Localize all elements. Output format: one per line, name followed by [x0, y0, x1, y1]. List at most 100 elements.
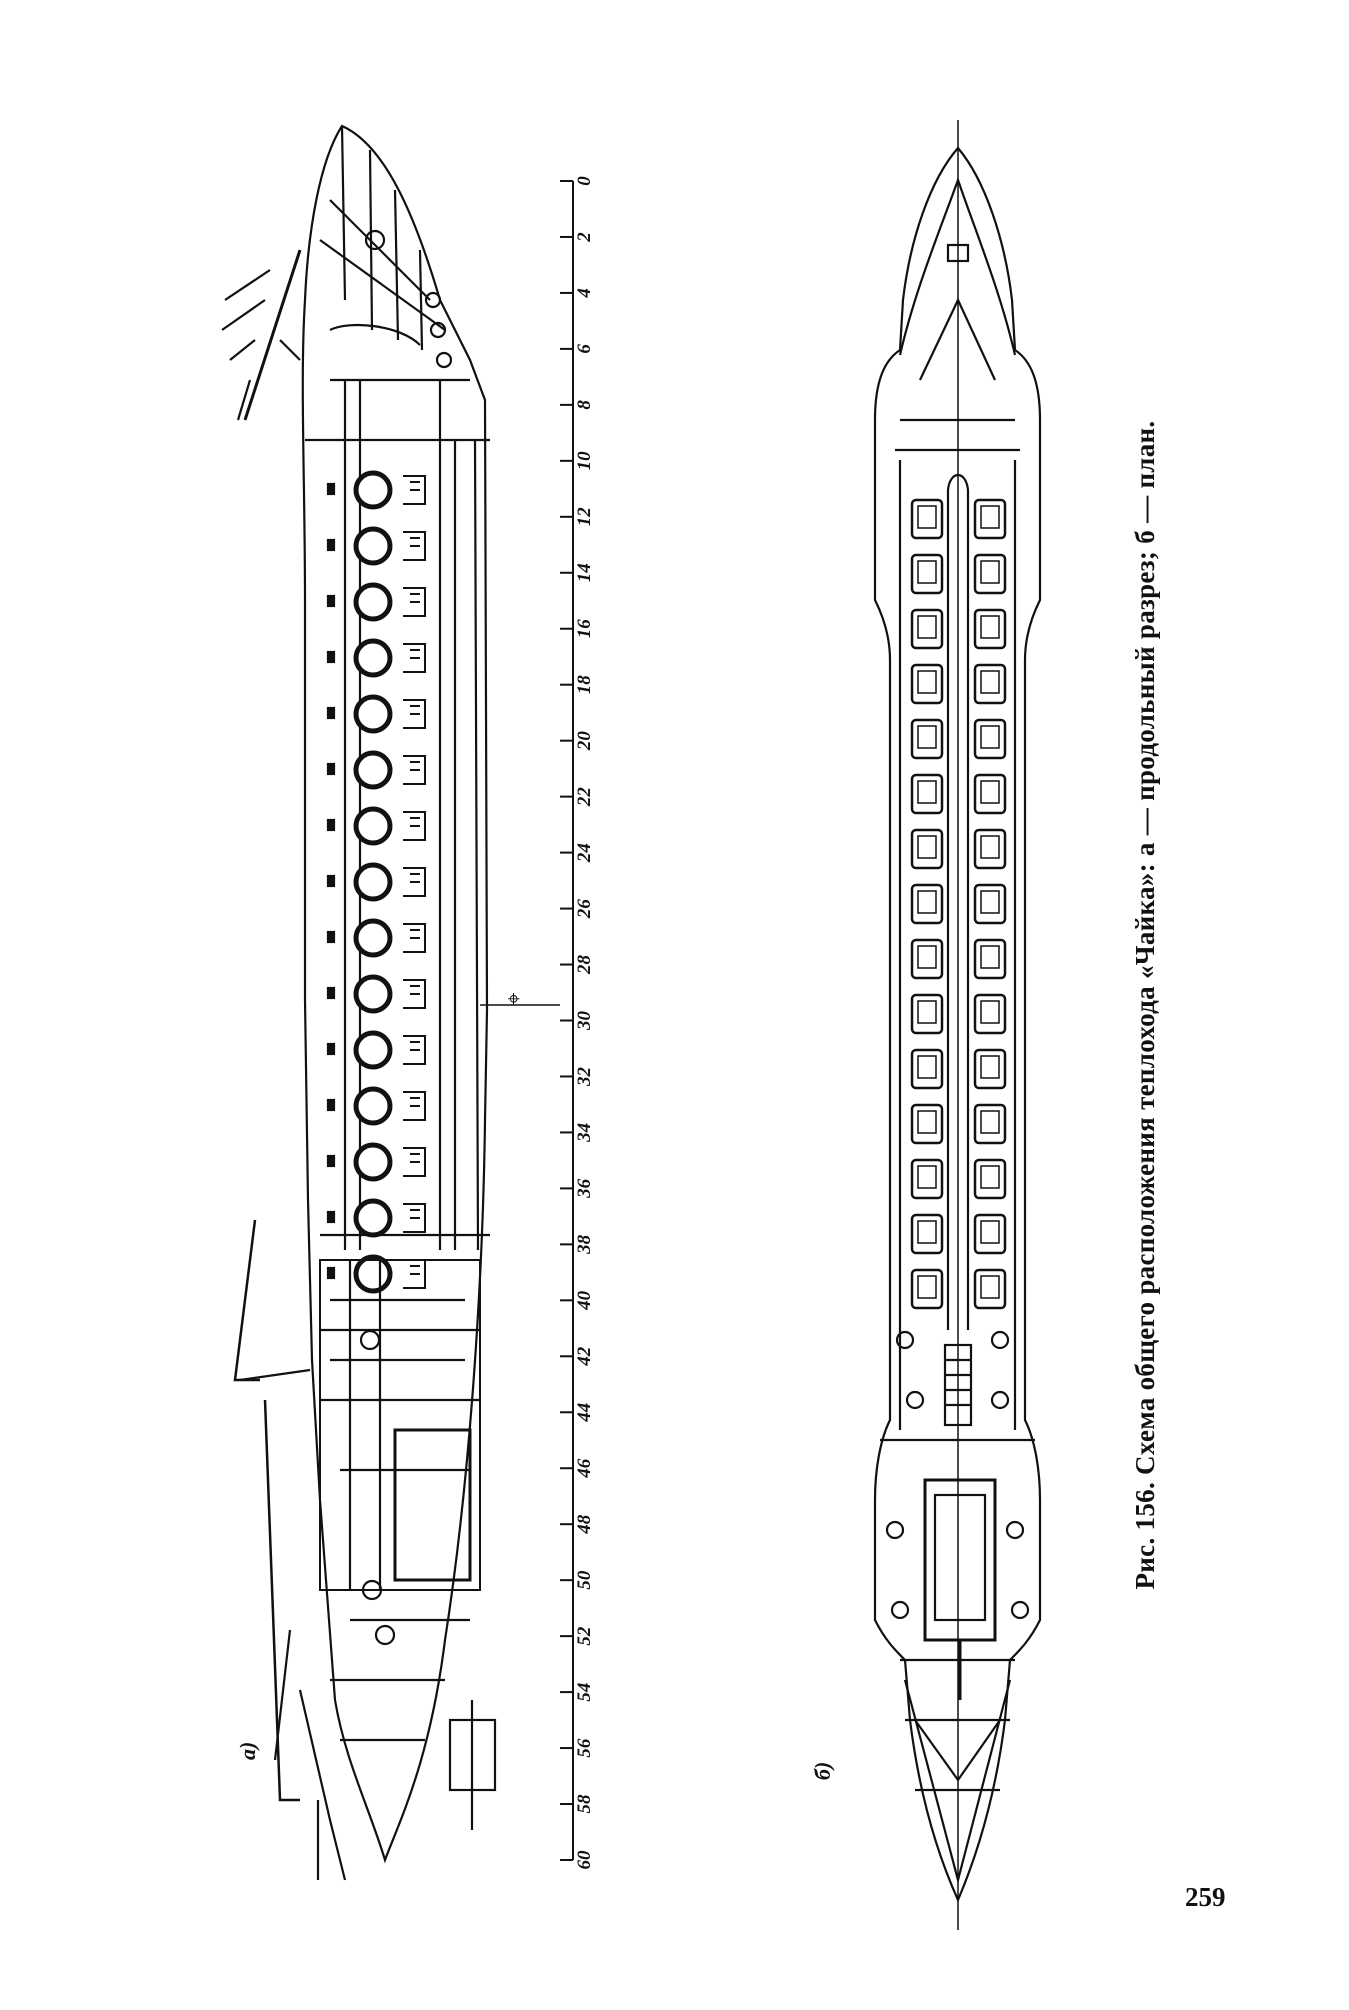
section-window [326, 930, 336, 944]
section-window [326, 1042, 336, 1056]
plan-seat-cushion [980, 1165, 1000, 1189]
panel-label-b: б) [810, 1762, 835, 1780]
section-seat-back [403, 1203, 426, 1233]
section-seat [353, 974, 393, 1014]
section-window [326, 986, 336, 1000]
section-window [326, 538, 336, 552]
section-seat-back [403, 811, 426, 841]
scale-tick-label: 44 [574, 1403, 595, 1423]
plan-seat-cushion [917, 1000, 937, 1024]
plan-seat-cushion [917, 1220, 937, 1244]
section-seat-rows [353, 470, 426, 1294]
page-number: 259 [1185, 1882, 1226, 1912]
section-seat-back [403, 475, 426, 505]
plan-seat-cushion [980, 945, 1000, 969]
plan-seat-cushion [980, 1275, 1000, 1299]
section-seat-back [403, 699, 426, 729]
scale-tick-label: 0 [574, 176, 595, 186]
section-seat-back [403, 867, 426, 897]
plan-seat-cushion [917, 780, 937, 804]
plan-seat-cushion [980, 670, 1000, 694]
plan-seat-cushion [917, 615, 937, 639]
scale-tick-label: 30 [574, 1011, 595, 1032]
scale-tick-label: 22 [574, 787, 595, 808]
plan-seat-cushion [980, 1110, 1000, 1134]
plan-seat-cushion [980, 1055, 1000, 1079]
scale-tick-label: 20 [574, 731, 595, 752]
scale-tick-label: 4 [574, 288, 595, 299]
plan-seat-cushion [917, 560, 937, 584]
section-window [326, 874, 336, 888]
section-seat [353, 1198, 393, 1238]
aft-foil [263, 1399, 300, 1802]
section-seat [353, 1030, 393, 1070]
plan-seat-cushion [980, 725, 1000, 749]
plan-seat-rows [910, 498, 1007, 1310]
plan-seat-cushion [980, 835, 1000, 859]
scale-tick-label: 38 [574, 1234, 595, 1255]
scale-tick-label: 2 [574, 232, 595, 243]
section-window [326, 650, 336, 664]
scale-tick-label: 34 [574, 1123, 595, 1143]
section-window [326, 762, 336, 776]
section-window [326, 1154, 336, 1168]
scale-tick-label: 12 [574, 507, 595, 527]
section-seat [353, 694, 393, 734]
section-window [326, 706, 336, 720]
scale-tick-label: 32 [574, 1066, 595, 1087]
scale-tick-label: 18 [574, 675, 595, 695]
section-seat [353, 638, 393, 678]
section-window [326, 818, 336, 832]
scale-tick-label: 58 [574, 1794, 595, 1814]
section-seat [353, 862, 393, 902]
section-seat-back [403, 643, 426, 673]
section-windows [326, 482, 336, 1280]
scale-tick-label: 26 [574, 899, 595, 920]
section-seat-back [403, 755, 426, 785]
plan-view-b [873, 120, 1042, 1930]
scale-tick-label: 36 [574, 1178, 595, 1199]
scale-tick-label: 10 [574, 451, 595, 471]
scale-tick-label: 46 [574, 1458, 595, 1479]
section-seat [353, 1254, 393, 1294]
section-seat-back [403, 1147, 426, 1177]
scale-tick-label: 6 [574, 344, 595, 354]
section-seat [353, 918, 393, 958]
scale-tick-label: 60 [574, 1850, 595, 1870]
section-seat [353, 470, 393, 510]
section-window [326, 594, 336, 608]
plan-seat-cushion [980, 615, 1000, 639]
panel-label-a: а) [235, 1742, 260, 1760]
section-hull-outline [301, 124, 489, 1864]
section-seat-back [403, 1259, 426, 1289]
section-window [326, 1266, 336, 1280]
plan-seat-cushion [980, 780, 1000, 804]
scale-tick-label: 56 [574, 1738, 595, 1758]
plan-seat-cushion [917, 890, 937, 914]
section-seat [353, 806, 393, 846]
section-seat [353, 1142, 393, 1182]
section-seat [353, 750, 393, 790]
scale-tick-label: 24 [574, 843, 595, 863]
plan-seat-cushion [917, 835, 937, 859]
scale-tick-label: 28 [574, 955, 595, 976]
section-seat-back [403, 587, 426, 617]
plan-seat-cushion [980, 1000, 1000, 1024]
plan-seat-cushion [917, 1165, 937, 1189]
plan-seat-cushion [917, 945, 937, 969]
section-seat-back [403, 979, 426, 1009]
plan-seat-cushion [980, 505, 1000, 529]
scale-tick-label: 52 [574, 1626, 595, 1646]
section-seat-back [403, 1035, 426, 1065]
scale-tick-label: 16 [574, 619, 595, 639]
scale-tick-label: 40 [574, 1290, 595, 1311]
scale-tick-label: 48 [574, 1514, 595, 1535]
section-seat-back [403, 923, 426, 953]
section-seat-back [403, 1091, 426, 1121]
section-seat [353, 526, 393, 566]
section-seat-back [403, 531, 426, 561]
section-window [326, 1210, 336, 1224]
plan-seat-cushion [917, 1055, 937, 1079]
plan-seat-cushion [917, 670, 937, 694]
